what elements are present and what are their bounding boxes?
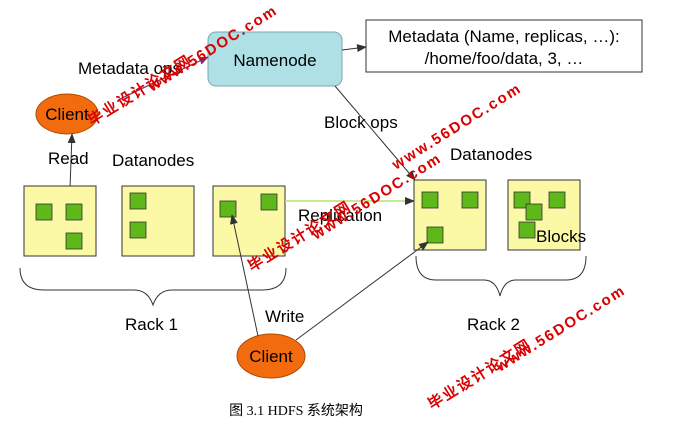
block [525, 203, 543, 221]
client-bottom-label: Client [249, 347, 293, 366]
namenode-label: Namenode [233, 51, 316, 70]
datanodes-right-label: Datanodes [450, 145, 532, 164]
blocks-label: Blocks [536, 227, 586, 246]
block [35, 203, 53, 221]
figure-caption: 图 3.1 HDFS 系统架构 [229, 403, 363, 419]
datanode-rack2-a [413, 179, 487, 251]
metadata-line2: /home/foo/data, 3, … [425, 49, 584, 68]
block-ops-label: Block ops [324, 113, 398, 132]
rack2-label: Rack 2 [467, 315, 520, 334]
metadata-box [365, 19, 643, 73]
watermark-text: 毕业设计论文网 [425, 335, 535, 413]
block [426, 226, 444, 244]
datanode-rack1-a [23, 185, 97, 257]
replication-label: Replication [298, 206, 382, 225]
datanodes-left-label: Datanodes [112, 151, 194, 170]
client-bottom [236, 333, 306, 379]
block [65, 203, 83, 221]
rack2-brace [415, 255, 587, 297]
block [461, 191, 479, 209]
block [260, 193, 278, 211]
block [518, 221, 536, 239]
rack1-brace [19, 267, 287, 307]
write-label: Write [265, 307, 304, 326]
client-top-label: Client [45, 105, 89, 124]
block-ops-arrow [334, 85, 416, 181]
write-arrow-rack1 [229, 214, 259, 337]
metadata-line1: Metadata (Name, replicas, …): [388, 27, 619, 46]
metadata-ops-label: Metadata ops [78, 59, 181, 78]
block [129, 192, 147, 210]
block [548, 191, 566, 209]
namenode-to-metadata-arrow [341, 44, 367, 53]
read-label: Read [48, 149, 89, 168]
rack1-label: Rack 1 [125, 315, 178, 334]
block [219, 200, 237, 218]
write-arrow-rack2 [295, 241, 429, 341]
block [65, 232, 83, 250]
block [129, 221, 147, 239]
block [421, 191, 439, 209]
client-top [35, 93, 99, 135]
read-arrow [67, 133, 76, 189]
metadata-ops-arrow [117, 56, 209, 101]
